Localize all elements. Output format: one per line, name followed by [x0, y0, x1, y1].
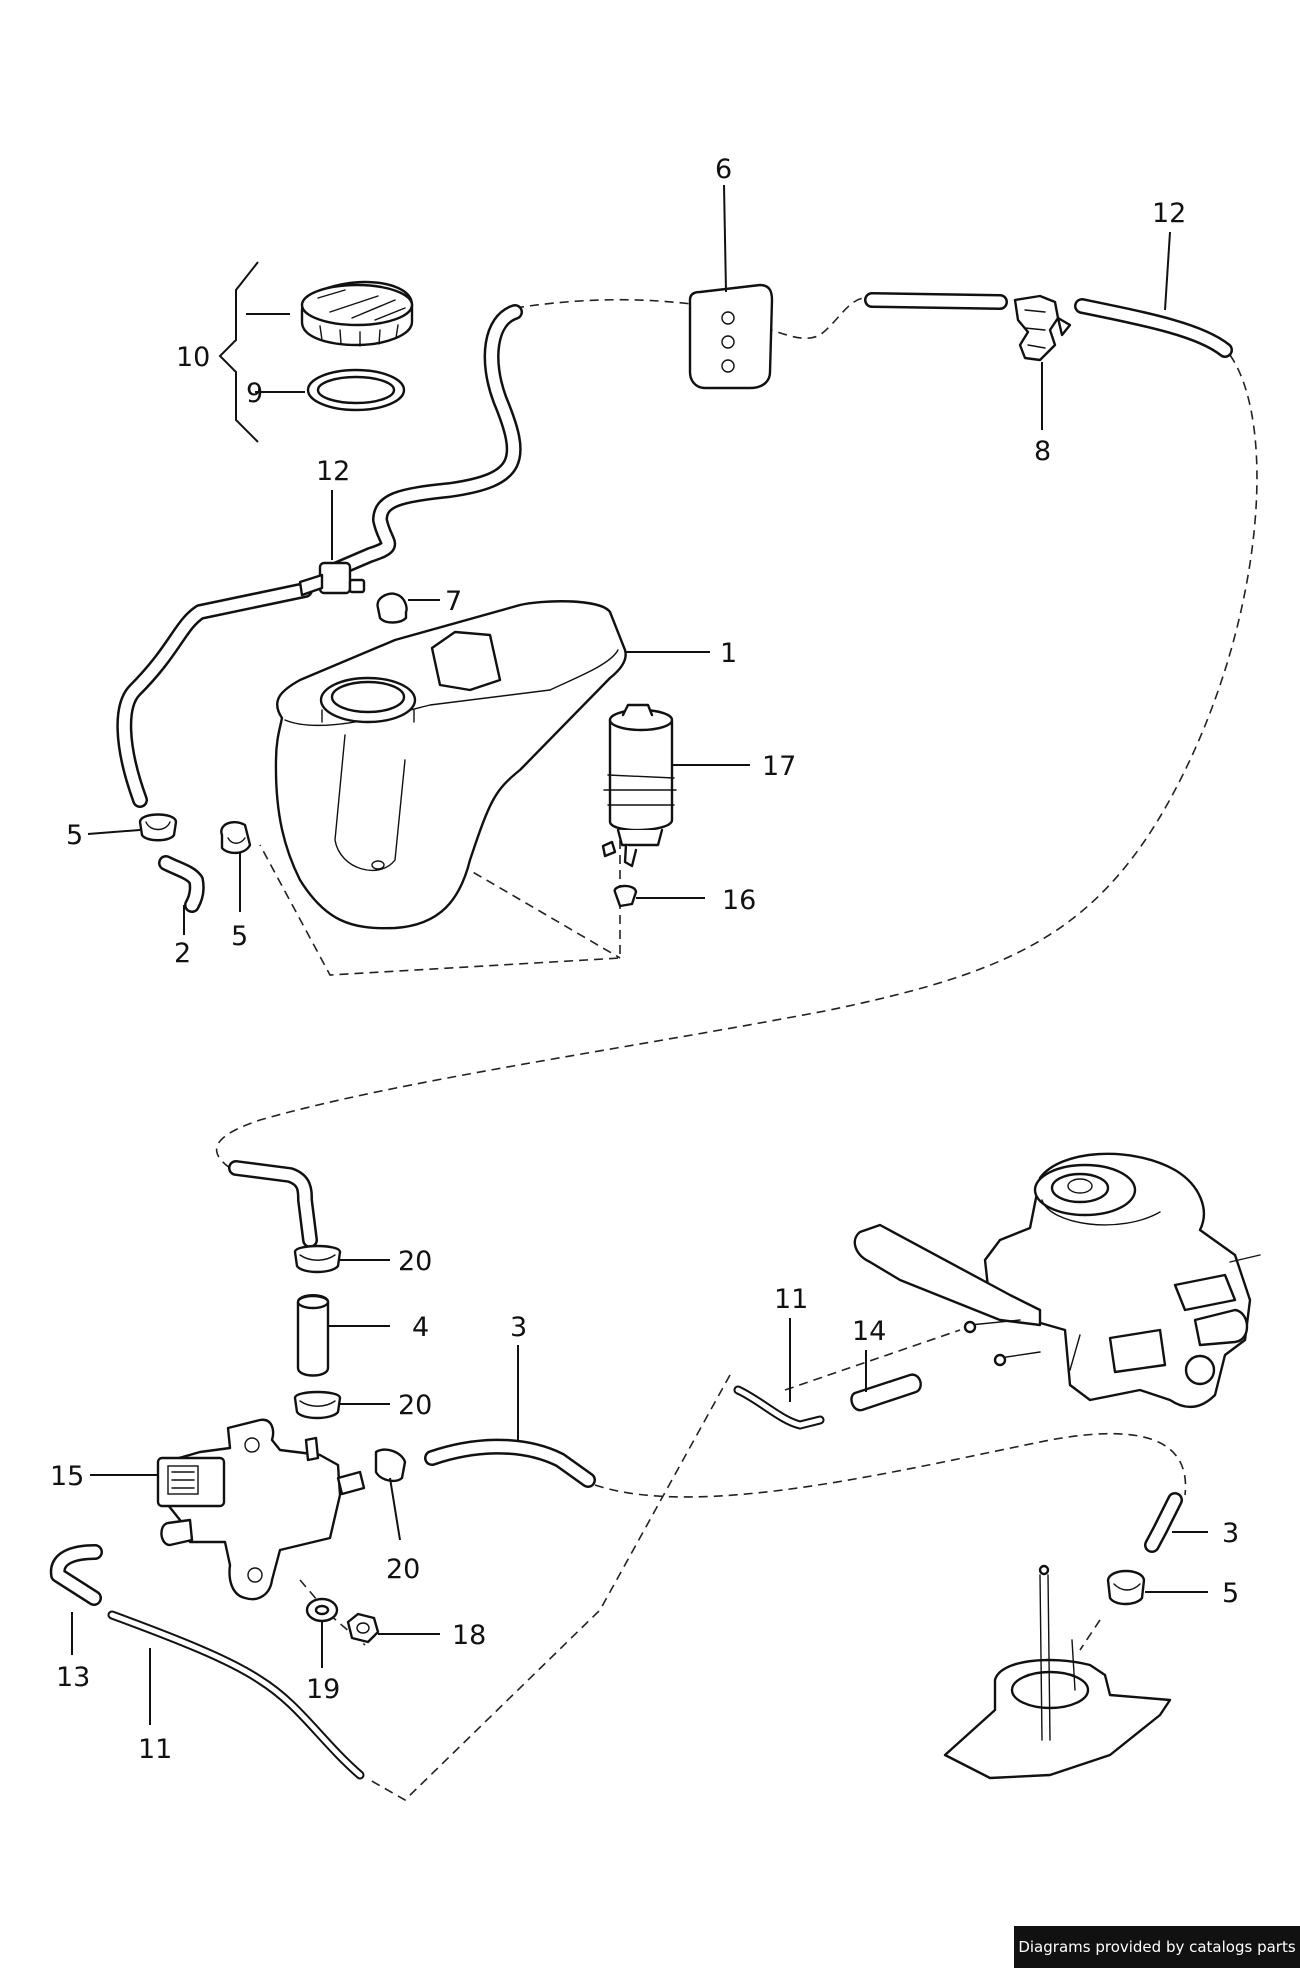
callout-17: 17: [762, 751, 796, 782]
solenoid-valve-part-15: [156, 1418, 366, 1601]
callout-8: 8: [1034, 436, 1051, 467]
callout-4: 4: [412, 1312, 429, 1343]
nut-part-18: [346, 1612, 380, 1644]
hose-bend-upper: [228, 1160, 318, 1248]
callout-15: 15: [50, 1461, 84, 1492]
connector-part-4: [296, 1294, 330, 1377]
hose-clamp-part-5-bottom: [1106, 1569, 1146, 1606]
clip-part-8: [1013, 294, 1072, 362]
callout-5-bottom: 5: [1222, 1578, 1239, 1609]
callout-20-upper: 20: [398, 1246, 432, 1277]
hose-clamp-part-20-upper: [293, 1244, 342, 1274]
hose-part-3-left: [424, 1438, 596, 1488]
callout-10: 10: [176, 342, 210, 373]
callout-12-right: 12: [1152, 198, 1186, 229]
callout-9: 9: [246, 378, 263, 409]
straight-hose-top: [864, 292, 1008, 310]
washer-part-19: [305, 1597, 339, 1623]
filler-cap-part-10: [300, 280, 414, 347]
base-mount-plate: [943, 1564, 1172, 1780]
grommet-part-16: [613, 884, 638, 908]
callout-1: 1: [720, 638, 737, 669]
washer-reservoir-part-1: [274, 600, 627, 930]
seal-part-9: [306, 368, 406, 412]
upper-hose-line: [116, 304, 523, 808]
callout-20-lower: 20: [398, 1390, 432, 1421]
callout-12-left: 12: [316, 456, 350, 487]
callout-3-left: 3: [510, 1312, 527, 1343]
credit-banner: Diagrams provided by catalogs parts: [1014, 1926, 1300, 1968]
callout-18: 18: [452, 1620, 486, 1651]
hose-clamp-part-5-top-right: [220, 821, 252, 855]
callout-13: 13: [56, 1662, 90, 1693]
elbow-hose-part-2: [158, 855, 205, 913]
callout-20-right: 20: [386, 1554, 420, 1585]
connector-part-14: [850, 1373, 922, 1412]
washer-pump-part-17: [601, 703, 677, 868]
callout-5-top-left: 5: [66, 820, 83, 851]
hose-clamp-part-20-right: [374, 1448, 407, 1483]
pipe-part-11-right: [733, 1385, 825, 1430]
callout-5-top-right: 5: [231, 921, 248, 952]
callout-7: 7: [445, 586, 462, 617]
callout-6: 6: [715, 154, 732, 185]
pipe-part-11-left: [107, 1610, 365, 1780]
hose-clamp-part-5-top-left: [138, 813, 178, 842]
leader-lines: [71, 184, 1208, 1725]
callout-3-right: 3: [1222, 1518, 1239, 1549]
callout-19: 19: [306, 1674, 340, 1705]
hose-12-right: [1074, 298, 1233, 358]
callout-11-right: 11: [774, 1284, 808, 1315]
callout-14: 14: [852, 1316, 886, 1347]
tee-connector: [298, 561, 366, 597]
hose-clamp-part-20-lower: [293, 1390, 342, 1420]
bracket-10: [218, 261, 305, 443]
hose-part-3-right: [1144, 1492, 1183, 1553]
cap-part-7: [376, 592, 408, 624]
hose-part-13: [49, 1544, 103, 1606]
callout-16: 16: [722, 885, 756, 916]
callout-11-left: 11: [138, 1734, 172, 1765]
callout-2: 2: [174, 938, 191, 969]
holder-part-6: [688, 283, 774, 390]
callout-labels: 6 12 8 10 9 12 7 1 17 16 5 2 5 20 4 3 20…: [50, 154, 1239, 1765]
throttle-body-assembly: [853, 1152, 1261, 1409]
